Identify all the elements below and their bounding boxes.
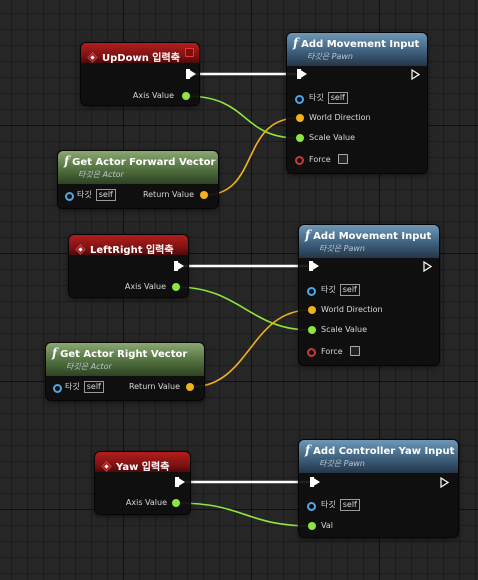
self-label: self	[95, 189, 116, 201]
function-icon: f	[293, 36, 299, 50]
return-value-pin[interactable]	[186, 383, 194, 391]
target-pin[interactable]	[53, 384, 62, 393]
force-pin[interactable]	[295, 156, 304, 165]
node-subtitle: 타깃은 Actor	[78, 170, 124, 179]
vector-wire[interactable]	[190, 309, 311, 388]
self-label: self	[339, 284, 360, 296]
function-icon: f	[305, 443, 311, 457]
node-subtitle: 타깃은 Pawn	[307, 52, 353, 61]
float-wire[interactable]	[176, 502, 313, 527]
node-subtitle: 타깃은 Pawn	[319, 459, 365, 468]
return-value-label: Return Value	[142, 190, 194, 199]
node-title: Get Actor Forward Vector	[72, 157, 216, 168]
world-direction-pin[interactable]	[308, 306, 316, 314]
val-label: Val	[321, 521, 333, 530]
event-icon	[87, 52, 98, 63]
force-checkbox[interactable]	[338, 154, 348, 164]
exec-out-pin[interactable]	[174, 261, 184, 271]
axis-value-label: Axis Value	[124, 282, 166, 291]
scale-value-label: Scale Value	[321, 325, 368, 334]
val-pin[interactable]	[308, 522, 316, 530]
exec-out-pin[interactable]	[411, 69, 420, 80]
exec-out-pin[interactable]	[175, 477, 185, 487]
exec-in-pin[interactable]	[297, 69, 307, 79]
axis-value-label: Axis Value	[125, 498, 167, 507]
exec-out-pin[interactable]	[440, 477, 449, 488]
node-subtitle: 타깃은 Pawn	[319, 244, 365, 253]
event-icon	[75, 244, 86, 255]
exec-out-pin[interactable]	[423, 261, 432, 272]
node-header: UpDown 입력축	[81, 43, 199, 64]
function-icon: f	[52, 346, 58, 360]
updown-axis-event-node[interactable]: UpDown 입력축 Axis Value	[81, 43, 199, 105]
vector-wire[interactable]	[204, 117, 299, 196]
node-title: Add Movement Input	[301, 39, 420, 50]
node-header: LeftRight 입력축	[69, 235, 188, 256]
world-direction-label: World Direction	[309, 113, 371, 122]
target-label: 타깃	[321, 285, 336, 294]
node-title: Add Controller Yaw Input	[313, 446, 455, 457]
axis-value-pin[interactable]	[172, 499, 180, 507]
node-title: Get Actor Right Vector	[60, 349, 188, 360]
node-title: Add Movement Input	[313, 231, 432, 242]
node-subtitle: 타깃은 Actor	[66, 362, 112, 371]
target-label: 타깃	[321, 500, 336, 509]
force-label: Force	[321, 347, 343, 356]
node-title: LeftRight 입력축	[90, 245, 174, 256]
delegate-pin-icon[interactable]	[185, 48, 194, 57]
node-title: UpDown 입력축	[102, 53, 180, 64]
force-pin[interactable]	[307, 348, 316, 357]
world-direction-pin[interactable]	[296, 114, 304, 122]
target-pin[interactable]	[307, 502, 316, 511]
force-label: Force	[309, 155, 331, 164]
leftright-axis-event-node[interactable]: LeftRight 입력축 Axis Value	[69, 235, 188, 297]
exec-out-pin[interactable]	[186, 69, 196, 79]
world-direction-label: World Direction	[321, 305, 383, 314]
target-label: 타깃	[65, 382, 80, 391]
self-label: self	[327, 92, 348, 104]
target-pin[interactable]	[295, 95, 304, 104]
scale-value-pin[interactable]	[308, 326, 316, 334]
target-label: 타깃	[309, 93, 324, 102]
float-wire[interactable]	[175, 286, 311, 331]
exec-in-pin[interactable]	[309, 261, 319, 271]
yaw-axis-event-node[interactable]: Yaw 입력축 Axis Value	[95, 452, 190, 514]
force-checkbox[interactable]	[350, 346, 360, 356]
float-wire[interactable]	[185, 95, 299, 139]
target-pin[interactable]	[65, 192, 74, 201]
axis-value-label: Axis Value	[132, 91, 174, 100]
target-label: 타깃	[77, 190, 92, 199]
self-label: self	[339, 499, 360, 511]
function-icon: f	[64, 154, 70, 168]
return-value-pin[interactable]	[200, 191, 208, 199]
event-icon	[101, 461, 112, 472]
axis-value-pin[interactable]	[172, 283, 180, 291]
scale-value-pin[interactable]	[296, 134, 304, 142]
axis-value-pin[interactable]	[182, 92, 190, 100]
function-icon: f	[305, 228, 311, 242]
scale-value-label: Scale Value	[309, 133, 356, 142]
node-title: Yaw 입력축	[116, 462, 170, 473]
target-pin[interactable]	[307, 287, 316, 296]
exec-in-pin[interactable]	[310, 477, 320, 487]
self-label: self	[83, 381, 104, 393]
return-value-label: Return Value	[128, 382, 180, 391]
node-header: Yaw 입력축	[95, 452, 190, 473]
